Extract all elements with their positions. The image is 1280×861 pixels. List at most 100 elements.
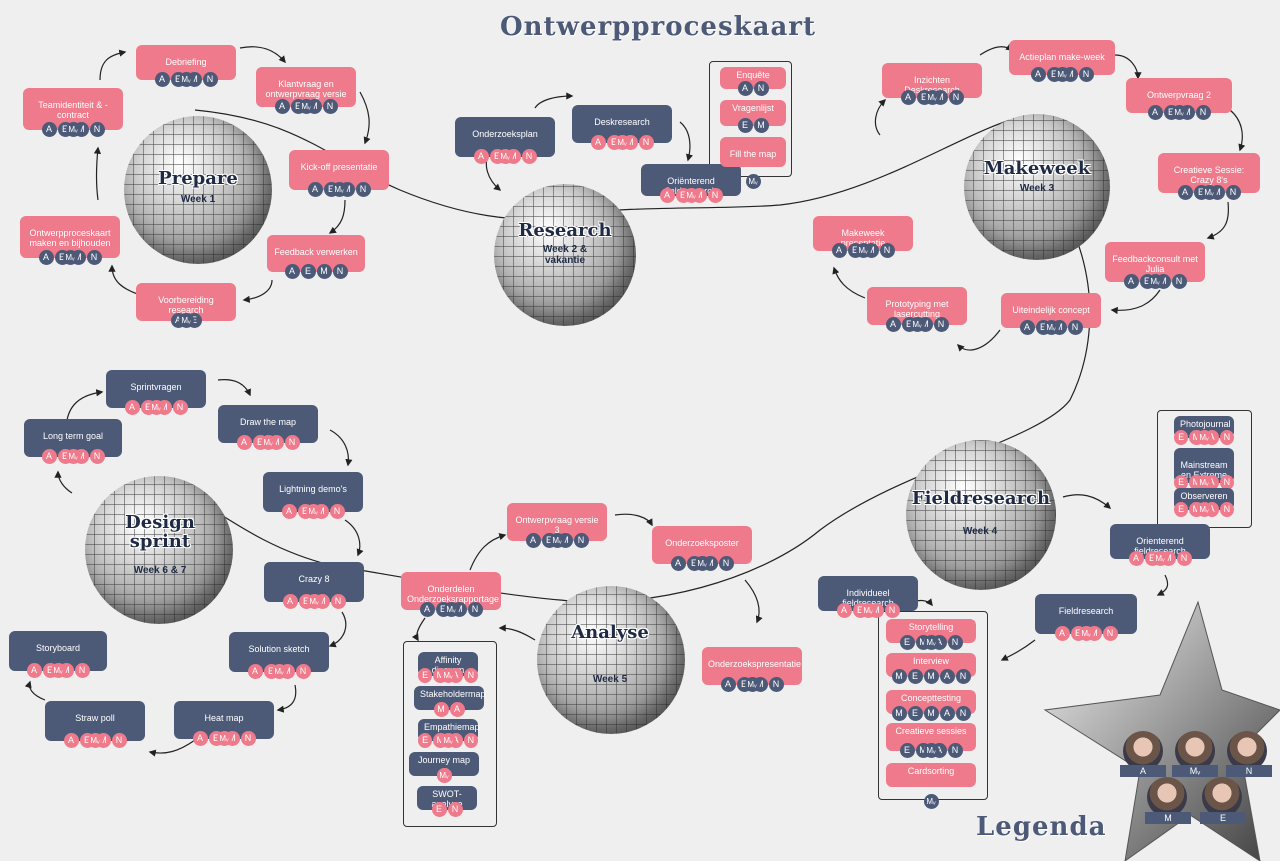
member-badges: MᵥEMAN	[1174, 502, 1234, 517]
member-badge: N	[707, 188, 723, 203]
avatar-label-mv: Mᵥ	[1172, 765, 1218, 777]
avatar-label-m: M	[1145, 812, 1191, 824]
step-label: Onderzoekspresentatie	[708, 659, 802, 669]
step-label: Enquête	[736, 70, 770, 80]
step-card: Oriënterend fieldresearchAEMMᵥN	[641, 164, 741, 203]
member-badge: Mᵥ	[1196, 502, 1212, 517]
ball-week-analyse: Week 5	[592, 674, 628, 685]
step-label: Stakeholdermap	[420, 689, 486, 699]
member-badge: A	[885, 317, 901, 332]
member-badge: Mᵥ	[745, 174, 761, 189]
member-badge: Mᵥ	[440, 668, 456, 683]
member-badge: A	[590, 135, 606, 150]
member-badge: E	[431, 802, 447, 817]
step-label: Ontwerpvraag versie 3	[515, 515, 599, 536]
member-badges: MᵥEMAN	[886, 635, 976, 650]
member-badge: E	[418, 668, 433, 683]
member-badge: N	[111, 733, 127, 748]
step-label: Solution sketch	[248, 644, 310, 654]
step-label: Journey map	[417, 755, 471, 765]
member-badge: Mᵥ	[1078, 626, 1094, 641]
member-badge: A	[939, 706, 955, 721]
member-badge: Mᵥ	[1043, 320, 1059, 335]
member-badge: Mᵥ	[694, 556, 710, 571]
member-badge: N	[332, 264, 348, 279]
member-badge: Mᵥ	[1196, 430, 1212, 445]
member-badge: Mᵥ	[62, 250, 78, 265]
member-badge: A	[124, 400, 140, 415]
member-badge: A	[41, 122, 57, 137]
member-badge: N	[322, 99, 338, 114]
member-badge: N	[718, 556, 734, 571]
step-label: Kick-off presentatie	[300, 162, 378, 172]
member-badge: E	[907, 669, 923, 684]
step-label: Observeren	[1180, 491, 1228, 501]
step-label: Vragenlijst	[732, 103, 774, 113]
member-badge: A	[1019, 320, 1035, 335]
member-badge: M	[923, 706, 939, 721]
step-label: Voorbereiding research	[158, 295, 214, 316]
member-badge: A	[831, 243, 847, 258]
member-badge: Mᵥ	[549, 533, 565, 548]
member-badge: N	[330, 594, 346, 609]
member-badge: N	[638, 135, 654, 150]
member-badge: M	[316, 264, 332, 279]
member-badge: M	[433, 702, 449, 717]
member-badge: Mᵥ	[440, 733, 456, 748]
step-label: Creatieve sessies	[895, 726, 967, 736]
step-card: Individueel fieldresearchAEMMᵥN	[818, 576, 918, 618]
ball-week-fieldresearch: Week 4	[962, 526, 998, 537]
legend-title: Legenda	[976, 812, 1107, 842]
member-badge: A	[41, 449, 57, 464]
member-badge: E	[1174, 430, 1189, 445]
ball-title-research: Research	[518, 220, 612, 241]
step-label: Fieldresearch	[1058, 606, 1114, 616]
member-badge: Mᵥ	[1196, 475, 1212, 490]
member-badge: N	[933, 317, 949, 332]
member-badge: Mᵥ	[923, 635, 939, 650]
member-badge: N	[240, 731, 256, 746]
step-label: Storyboard	[35, 643, 81, 653]
avatar-mv	[1175, 731, 1215, 771]
member-badge: N	[753, 81, 769, 96]
step-card: PhotojournalMᵥEMAN	[1174, 416, 1234, 445]
avatar-n	[1227, 731, 1267, 771]
member-badge: N	[355, 182, 371, 197]
member-badge: A	[38, 250, 54, 265]
member-badge: N	[1067, 320, 1083, 335]
member-badge: E	[1174, 475, 1189, 490]
member-badge: N	[295, 664, 311, 679]
step-label: Empathiemap	[424, 722, 480, 732]
step-label: Deskresearch	[594, 117, 650, 127]
step-label: Feedback verwerken	[274, 247, 358, 257]
member-badge: A	[1054, 626, 1070, 641]
member-badge: N	[467, 602, 483, 617]
step-label: Onderzoeksposter	[665, 538, 739, 548]
